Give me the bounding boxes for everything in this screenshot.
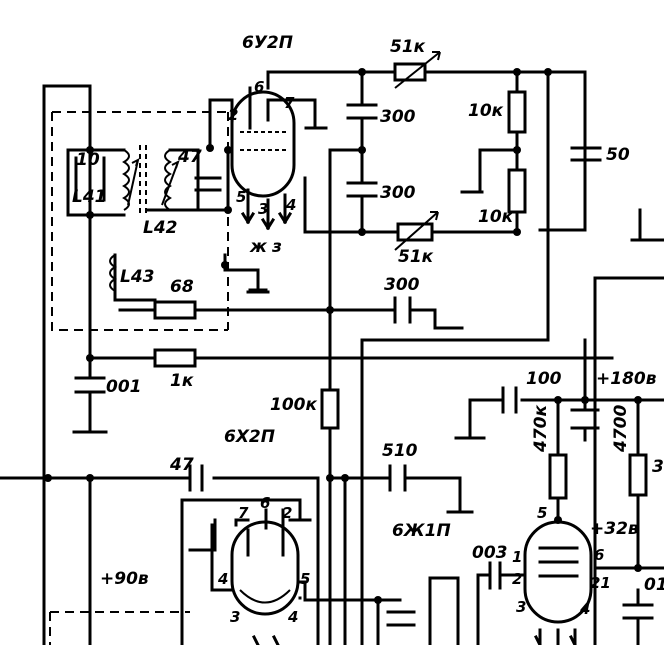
- pin-t3-1: 1: [512, 548, 522, 566]
- pin-t2-6: 6: [260, 494, 270, 512]
- label-c300-c: 300: [384, 275, 420, 295]
- pin-t2-2: 2: [282, 504, 292, 522]
- label-r100k: 100к: [270, 395, 317, 415]
- label-r470k: 470к: [531, 405, 551, 453]
- label-l42: L42: [143, 218, 178, 238]
- label-c50: 50: [606, 145, 630, 165]
- capacitors: [74, 103, 654, 627]
- label-c510: 510: [382, 441, 418, 461]
- cap-47-b: [188, 464, 204, 492]
- wiring: [0, 70, 664, 645]
- coil-l43: [109, 254, 117, 292]
- cap-300-b: [346, 181, 378, 198]
- label-c300-a: 300: [380, 107, 416, 127]
- pin-t3-21: 21: [590, 574, 611, 592]
- pin-t3-5: 5: [537, 504, 547, 522]
- tube-label-6x2p: 6Х2П: [224, 427, 275, 447]
- tube-label-6zh1p: 6Ж1П: [392, 521, 451, 541]
- tube-6zh1p: [523, 520, 593, 624]
- pin-t1-4: 4: [285, 196, 296, 214]
- resistor-4700: [628, 453, 648, 497]
- label-c003: 003: [472, 543, 508, 563]
- cap-c-top: [570, 408, 600, 430]
- pin-t2-3: 3: [230, 608, 240, 626]
- label-v180: +180в: [596, 369, 657, 389]
- ground-symbols: [72, 126, 486, 440]
- resistor-1k: [153, 348, 197, 368]
- cap-510: [388, 464, 407, 492]
- pin-t2-4: 4: [217, 570, 228, 588]
- label-c47-a: 47: [177, 147, 202, 167]
- cap-003: [488, 561, 502, 590]
- pin-t1-5: 5: [236, 188, 246, 206]
- cap-10: [74, 156, 106, 202]
- label-c100: 100: [526, 369, 562, 389]
- resistor-51k-top: [393, 62, 427, 82]
- resistor-100k: [320, 388, 340, 430]
- tube-6u2p: [230, 90, 296, 198]
- label-zh: ж: [249, 237, 268, 257]
- cap-100: [501, 386, 518, 414]
- pin-t2-7: 7: [238, 504, 249, 522]
- pin-t3-6: 6: [594, 546, 604, 564]
- label-c4700: 4700: [611, 405, 631, 453]
- resistor-10k-b: [507, 168, 527, 214]
- pin-t3-2: 2: [512, 570, 522, 588]
- coils: [109, 145, 180, 292]
- label-c300-b: 300: [380, 183, 416, 203]
- pin-t3-3: 3: [516, 598, 526, 616]
- pin-t2-4b: 4: [287, 608, 298, 626]
- label-z: з: [271, 237, 282, 257]
- label-r68: 68: [170, 277, 194, 297]
- cap-50: [570, 146, 602, 162]
- tube-label-6u2p: 6У2П: [242, 33, 293, 53]
- resistor-68: [153, 300, 197, 320]
- pin-t1-2: 2: [228, 106, 238, 124]
- pin-t3-4: 4: [579, 600, 590, 618]
- label-c10: 10: [76, 150, 100, 170]
- pin-t1-7: 7: [284, 94, 295, 112]
- label-r1k: 1к: [170, 371, 194, 391]
- resistor-10k-a: [507, 90, 527, 134]
- label-c01: 01: [644, 575, 664, 595]
- cap-47-a: [194, 176, 222, 192]
- label-r51k-top: 51к: [390, 37, 426, 57]
- shield-outline-upper: [51, 111, 229, 331]
- label-r3: 3: [652, 457, 664, 477]
- cap-01: [622, 603, 654, 620]
- shield-outline-lower: [49, 611, 190, 645]
- tube-6x2p: [230, 520, 300, 616]
- coil-l42: [164, 149, 172, 211]
- labels: 6У2П 51к 300 10к 50 300 10к 51к 300 10 L…: [72, 33, 664, 626]
- label-c001: 001: [106, 377, 142, 397]
- pin-t1-6: 6: [254, 78, 264, 96]
- label-c47-b: 47: [169, 455, 194, 475]
- pin-t1-3: 3: [258, 200, 268, 218]
- resistors: [153, 51, 648, 500]
- resistor-470k: [548, 453, 568, 500]
- label-r10k-a: 10к: [468, 101, 504, 121]
- cap-001: [74, 376, 106, 394]
- junction-dots: [44, 68, 642, 604]
- label-l41: L41: [72, 187, 107, 207]
- cap-300-a: [346, 103, 378, 120]
- cap-300-c: [393, 296, 412, 324]
- label-v32: +32в: [590, 519, 639, 539]
- cap-lower: [386, 610, 416, 627]
- label-l43: L43: [120, 267, 155, 287]
- label-r51k-bottom: 51к: [398, 247, 434, 267]
- label-r10k-b: 10к: [478, 207, 514, 227]
- label-v90: +90в: [100, 569, 149, 589]
- heater-arrows: [240, 211, 577, 645]
- coil-l41: [122, 149, 130, 211]
- pin-t2-5: 5: [300, 570, 310, 588]
